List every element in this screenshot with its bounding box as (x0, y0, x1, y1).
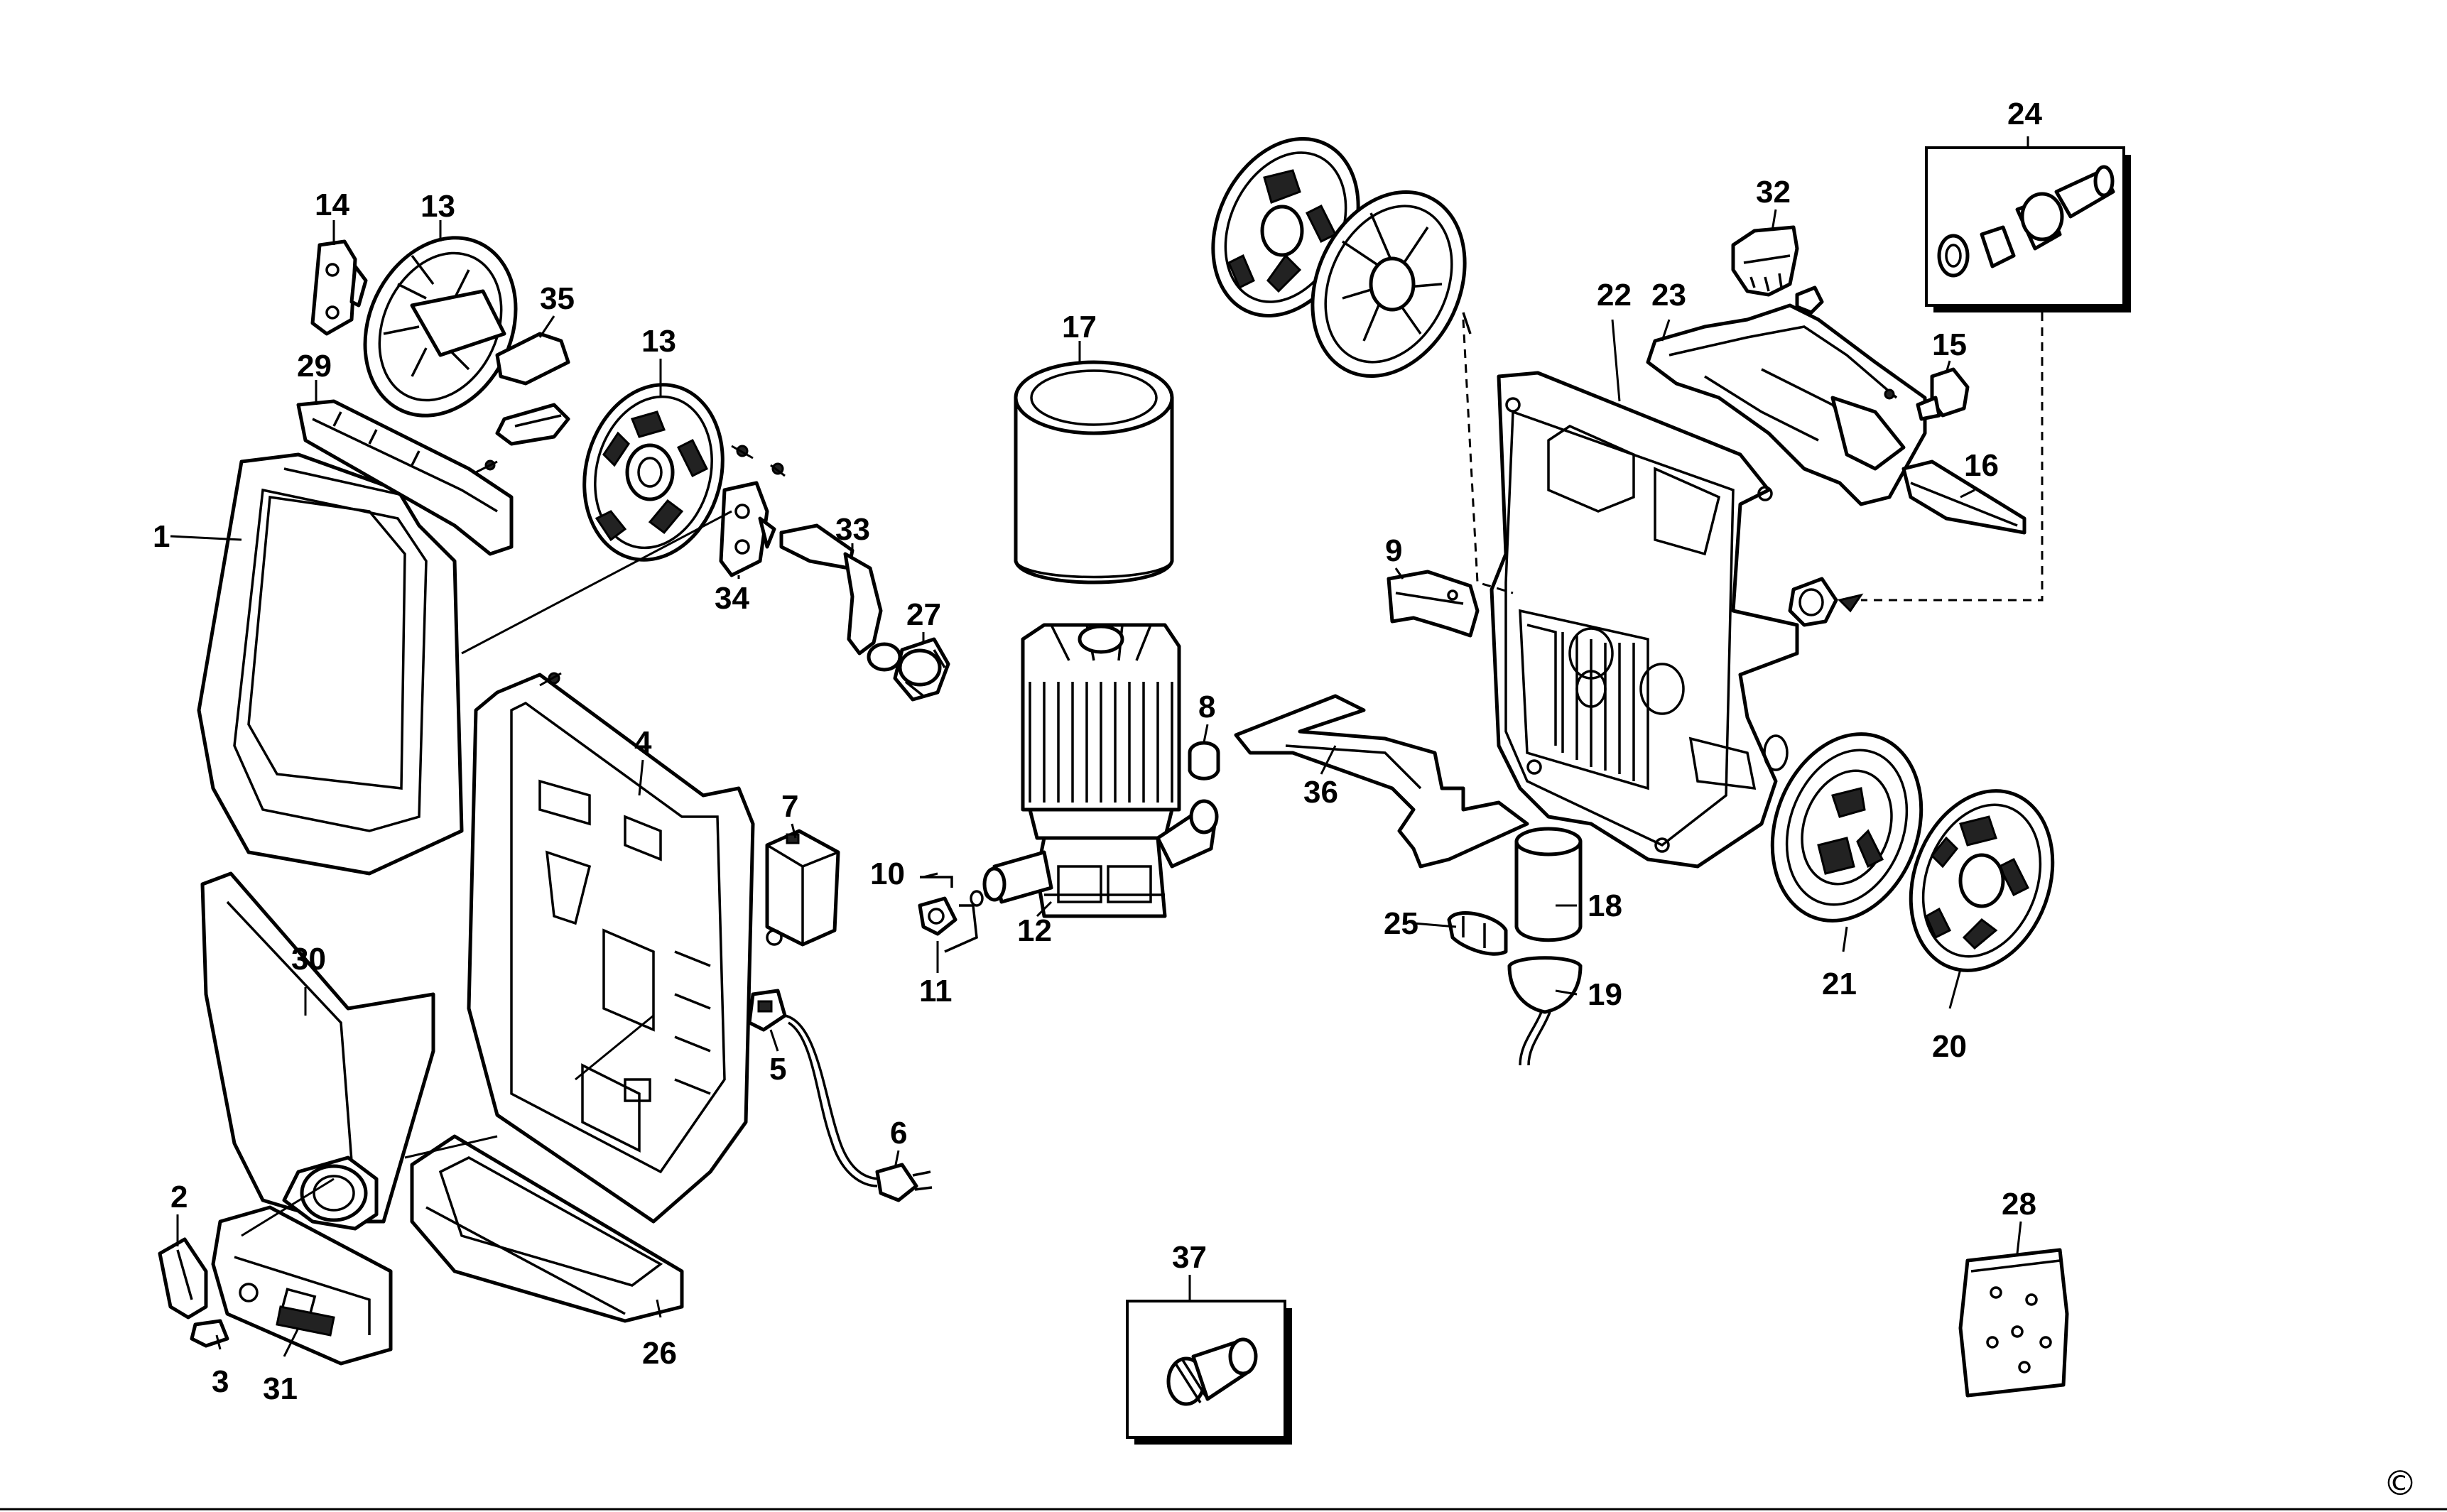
part-7-switch-box (765, 829, 840, 947)
part-22-main-housing (1490, 371, 1799, 869)
label-12: 12 (1017, 913, 1052, 948)
part-32-cap (1731, 225, 1824, 315)
label-28: 28 (2002, 1187, 2036, 1222)
part-25-clamp (1447, 911, 1508, 956)
label-25: 25 (1384, 906, 1418, 941)
label-5: 5 (769, 1052, 786, 1087)
part-24-hose-connector (1925, 146, 2131, 312)
assembly-line-reel (461, 510, 732, 655)
leader-lines (170, 136, 2029, 1357)
label-33: 33 (835, 512, 870, 547)
label-3: 3 (212, 1364, 229, 1399)
label-13-lower: 13 (641, 324, 676, 359)
label-21: 21 (1822, 967, 1857, 1001)
part-8-bushing (1188, 741, 1220, 781)
label-31: 31 (263, 1371, 298, 1406)
label-35: 35 (540, 281, 575, 316)
label-29: 29 (297, 349, 332, 384)
label-22: 22 (1597, 278, 1632, 312)
part-28-kit-bag (1958, 1248, 2069, 1398)
label-18: 18 (1588, 888, 1622, 923)
label-11: 11 (919, 974, 953, 1008)
part-15-fitting (1884, 367, 1970, 421)
label-8: 8 (1198, 690, 1215, 724)
part-1-front-frame (197, 452, 464, 876)
label-37: 37 (1172, 1240, 1207, 1275)
label-15: 15 (1932, 327, 1967, 362)
assembly-line-wheels (1462, 319, 1514, 594)
part-18-filter (1514, 827, 1583, 942)
part-29-top-handle (296, 399, 514, 556)
part-13-reel-lower (582, 383, 786, 562)
label-23: 23 (1651, 278, 1686, 312)
label-6: 6 (890, 1116, 907, 1151)
part-26-base (404, 1134, 684, 1323)
label-17: 17 (1062, 310, 1097, 344)
part-5-connector (747, 989, 787, 1032)
part-13-reel-disc-upper (363, 236, 518, 418)
part-31-control-panel (211, 1155, 393, 1366)
part-33-crank-handle (779, 523, 902, 672)
part-10-11-valve (918, 876, 998, 953)
copyright-mark: © (2383, 1464, 2417, 1503)
part-16-strap (1901, 459, 2026, 535)
part-2-knob (158, 1237, 208, 1320)
upper-wheel-right (1311, 190, 1472, 378)
part-23-handle-bar (1646, 303, 1927, 506)
label-24: 24 (2007, 97, 2042, 131)
label-32: 32 (1756, 175, 1791, 210)
label-9: 9 (1385, 533, 1402, 568)
part-12-motor-pump (982, 623, 1219, 918)
part-36-bracket-plate (1234, 694, 1529, 869)
label-14: 14 (315, 187, 349, 222)
label-1: 1 (153, 519, 170, 554)
label-36: 36 (1303, 775, 1338, 810)
part-17-motor-cover (1014, 360, 1174, 584)
label-19: 19 (1588, 977, 1622, 1012)
part-labels: 1 2 3 4 5 6 7 8 9 10 11 12 13 13 14 15 1… (153, 97, 2042, 1406)
label-10: 10 (870, 856, 905, 891)
part-6-power-cord (784, 1014, 933, 1202)
label-27: 27 (906, 597, 941, 632)
label-30: 30 (291, 942, 326, 977)
label-34: 34 (715, 581, 749, 616)
part-14-clip (310, 239, 368, 336)
label-16: 16 (1964, 448, 1999, 483)
part-37-nozzle (1126, 1300, 1292, 1445)
label-13-upper: 13 (421, 189, 455, 224)
part-9-clip (1387, 570, 1480, 638)
part-20-hubcap (1909, 789, 2055, 972)
label-4: 4 (634, 725, 652, 760)
part-21-wheel (1770, 732, 1924, 923)
assembly-line-24 (1861, 312, 2044, 602)
label-7: 7 (781, 789, 798, 824)
part-3-switch (190, 1319, 229, 1348)
label-26: 26 (642, 1336, 677, 1371)
part-4-rear-housing (467, 672, 755, 1224)
part-30-front-cover (200, 871, 435, 1224)
part-35-clips (495, 332, 570, 446)
part-34-bracket (719, 481, 776, 577)
label-20: 20 (1932, 1029, 1967, 1064)
part-19-filter-cup (1507, 956, 1583, 1066)
housing-inlet-fitting (1788, 577, 1864, 627)
label-2: 2 (170, 1180, 188, 1214)
part-27-knob (893, 637, 950, 702)
